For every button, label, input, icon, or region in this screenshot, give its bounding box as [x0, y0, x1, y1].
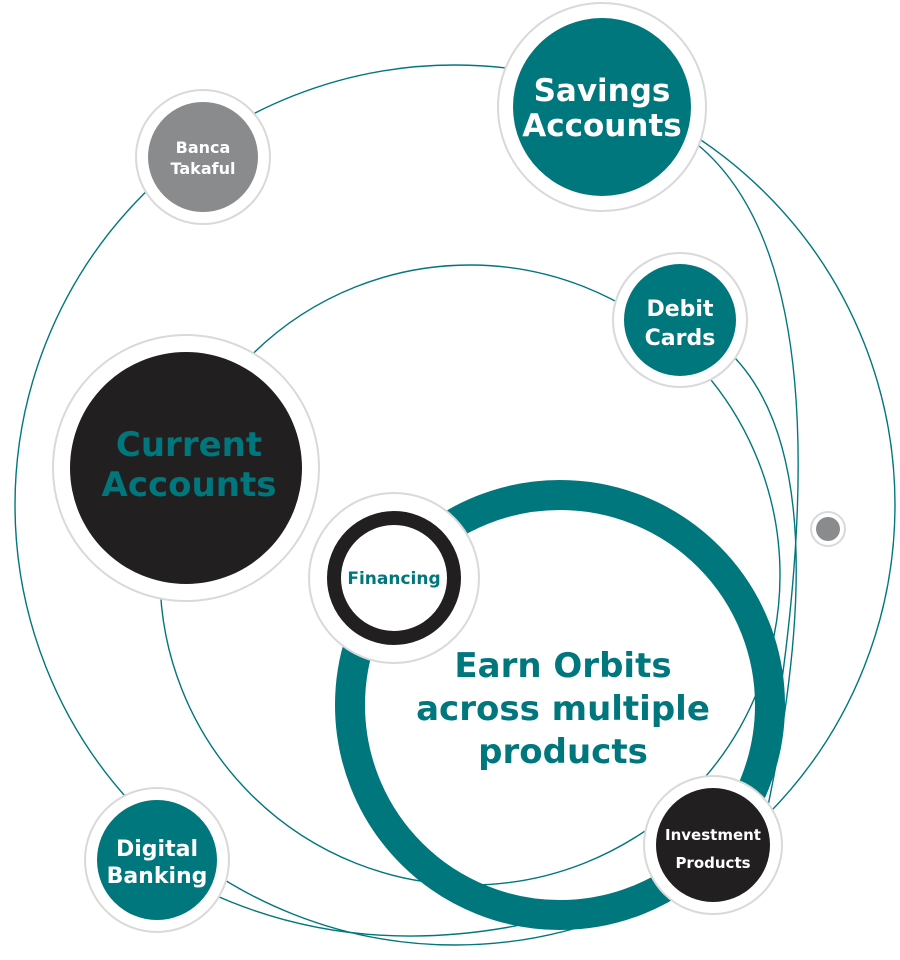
debit-label-line1: Debit: [647, 297, 714, 322]
investment-products-node: Investment Products: [643, 775, 783, 915]
gray-dot-node: [810, 511, 846, 547]
financing-label: Financing: [347, 569, 440, 589]
current-accounts-node: Current Accounts: [52, 334, 320, 602]
investment-label-line1: Investment: [665, 826, 761, 844]
digital-label-line1: Digital: [116, 837, 198, 862]
digital-label-line2: Banking: [107, 864, 208, 889]
savings-label-line2: Accounts: [522, 108, 681, 144]
investment-label-line2: Products: [675, 854, 750, 872]
investment-circle: [656, 788, 770, 902]
main-orbit-ring: [335, 480, 785, 930]
savings-connector-line: [697, 144, 799, 816]
debit-cards-node: Debit Cards: [612, 252, 748, 388]
outer-orbit: [14, 64, 896, 946]
banca-circle: [148, 102, 258, 212]
center-title: Earn Orbits across multiple products: [416, 646, 710, 772]
digital-banking-node: Digital Banking: [84, 787, 230, 933]
savings-circle: [513, 18, 691, 196]
financing-node: Financing: [308, 492, 480, 664]
gray-dot: [816, 517, 840, 541]
banca-takaful-node: Banca Takaful: [135, 89, 271, 225]
center-line1: Earn Orbits: [454, 646, 671, 686]
current-label-line2: Accounts: [102, 465, 277, 505]
debit-label-line2: Cards: [645, 326, 716, 351]
savings-label-line1: Savings: [534, 73, 671, 109]
current-circle: [70, 352, 302, 584]
center-line3: products: [478, 732, 648, 772]
banca-label-line2: Takaful: [171, 159, 236, 178]
digital-circle: [97, 800, 217, 920]
financing-ring: [327, 511, 461, 645]
banca-label-line1: Banca: [176, 138, 231, 157]
center-line2: across multiple: [416, 689, 710, 729]
current-label-line1: Current: [116, 425, 262, 465]
savings-accounts-node: Savings Accounts: [497, 2, 707, 212]
debit-circle: [624, 264, 736, 376]
